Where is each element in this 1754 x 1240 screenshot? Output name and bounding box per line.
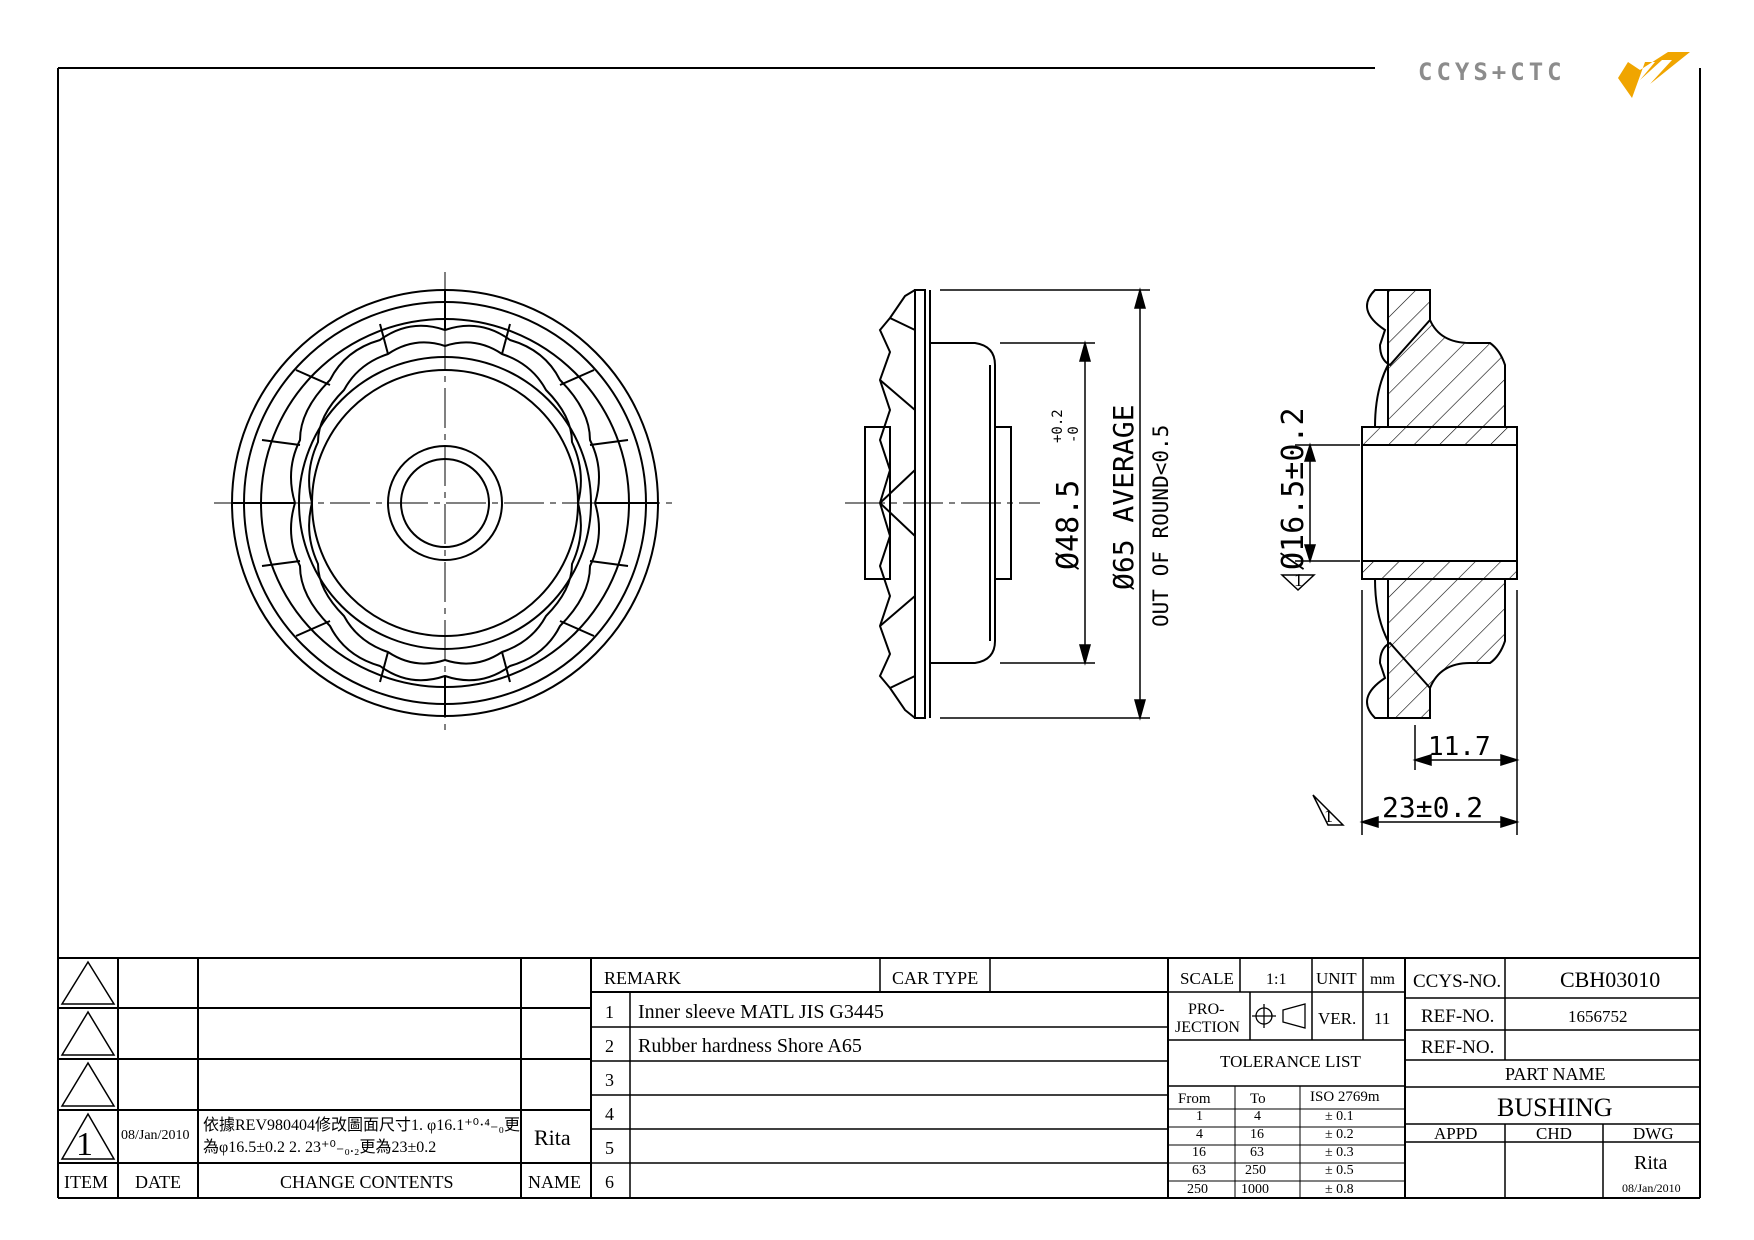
remark-no: 1: [605, 1002, 614, 1022]
logo-text: CCYS+CTC: [1418, 58, 1566, 86]
outer-dimension: Ø65 AVERAGE: [1107, 405, 1140, 590]
part-name: BUSHING: [1497, 1093, 1613, 1122]
tolerance-value: ± 0.1: [1325, 1109, 1354, 1124]
appd-label: APPD: [1434, 1124, 1477, 1143]
tolerance-to: 16: [1250, 1127, 1264, 1142]
remark-header: REMARK: [604, 968, 681, 988]
revision-triangles: [60, 960, 116, 1160]
remark-no: 6: [605, 1172, 614, 1192]
revision-contents-line2: 為φ16.5±0.2 2. 23⁺⁰₋₀.₂更為23±0.2: [203, 1138, 436, 1156]
ref-no-label-1: REF-NO.: [1421, 1006, 1494, 1027]
ccys-no-label: CCYS-NO.: [1413, 971, 1501, 992]
header-change-contents: CHANGE CONTENTS: [280, 1172, 454, 1192]
ref-no-value-1: 1656752: [1568, 1007, 1628, 1026]
tolerance-to: 250: [1245, 1163, 1266, 1178]
section-view-dimension-text: Ø16.5±0.2 11.7 23±0.2 1 1: [1276, 407, 1491, 826]
tolerance-value: ± 0.5: [1325, 1163, 1354, 1178]
remark-text: Inner sleeve MATL JIS G3445: [638, 1001, 884, 1023]
spec-block: SCALE 1:1 UNIT mm PRO- JECTION VER. 11 T…: [1175, 969, 1395, 1197]
revision-date: 08/Jan/2010: [121, 1128, 189, 1143]
header-item: ITEM: [64, 1172, 108, 1192]
tolerance-to: 1000: [1241, 1182, 1269, 1197]
remarks-table: REMARK CAR TYPE 1 Inner sleeve MATL JIS …: [604, 968, 978, 1192]
ccys-no-value: CBH03010: [1560, 967, 1660, 992]
tolerance-title: TOLERANCE LIST: [1220, 1052, 1361, 1071]
side-view-dimensions: [940, 287, 1150, 721]
length-rev-marker: 1: [1324, 806, 1333, 826]
header-date: DATE: [135, 1172, 181, 1192]
length-dimension: 23±0.2: [1382, 791, 1483, 824]
bore-dimension: Ø48.5: [1051, 480, 1086, 570]
tolerance-header-from: From: [1178, 1091, 1211, 1107]
tolerance-header-to: To: [1250, 1091, 1266, 1107]
remark-text: Rubber hardness Shore A65: [638, 1035, 862, 1057]
out-of-round-note: OUT OF ROUND<0.5: [1149, 425, 1173, 627]
projection-symbol: [1252, 1003, 1306, 1029]
tolerance-header-iso: ISO 2769m: [1310, 1089, 1380, 1105]
scale-label: SCALE: [1180, 969, 1234, 988]
dwg-date: 08/Jan/2010: [1622, 1181, 1681, 1195]
tolerance-from: 63: [1192, 1163, 1206, 1178]
revision-contents-line1: 依據REV980404修改圖面尺寸1. φ16.1⁺⁰·⁴₋₀更: [203, 1116, 520, 1134]
section-rev-marker: 1: [1294, 570, 1303, 590]
side-view-dimension-text: Ø48.5 +0.2 -0 Ø65 AVERAGE OUT OF ROUND<0…: [1050, 405, 1173, 627]
tolerance-to: 4: [1254, 1109, 1261, 1124]
chd-label: CHD: [1536, 1124, 1572, 1143]
title-block-grid: [58, 957, 1700, 1198]
inner-diameter-dimension: Ø16.5±0.2: [1276, 407, 1311, 570]
dwg-name: Rita: [1634, 1152, 1667, 1174]
title-block: CCYS-NO. CBH03010 REF-NO. 1656752 REF-NO…: [1413, 967, 1681, 1195]
flange-dimension: 11.7: [1428, 732, 1491, 762]
tolerance-value: ± 0.3: [1325, 1145, 1354, 1160]
side-view: [845, 289, 1040, 719]
ver-label: VER.: [1318, 1009, 1356, 1028]
car-type-label: CAR TYPE: [892, 968, 978, 988]
tolerance-value: ± 0.8: [1325, 1182, 1354, 1197]
revision-item: 1: [76, 1126, 93, 1163]
remark-no: 4: [605, 1104, 614, 1124]
bore-tolerance-upper: +0.2: [1050, 409, 1066, 443]
tolerance-from: 250: [1187, 1182, 1208, 1197]
tolerance-from: 16: [1192, 1145, 1206, 1160]
scale-value: 1:1: [1266, 971, 1286, 988]
revision-name: Rita: [534, 1125, 571, 1150]
part-name-label: PART NAME: [1505, 1064, 1605, 1084]
tolerance-to: 63: [1250, 1145, 1264, 1160]
ver-value: 11: [1374, 1009, 1390, 1028]
sheet-border: [57, 67, 1701, 1199]
projection-label-2: JECTION: [1175, 1019, 1240, 1036]
remark-no: 3: [605, 1070, 614, 1090]
revision-table: 1 08/Jan/2010 依據REV980404修改圖面尺寸1. φ16.1⁺…: [64, 1116, 581, 1192]
remark-no: 2: [605, 1036, 614, 1056]
tolerance-from: 4: [1196, 1127, 1203, 1142]
section-view-dimensions: [1280, 442, 1520, 835]
tolerance-value: ± 0.2: [1325, 1127, 1354, 1142]
tolerance-from: 1: [1196, 1109, 1203, 1124]
ref-no-label-2: REF-NO.: [1421, 1037, 1494, 1058]
projection-label-1: PRO-: [1188, 1001, 1224, 1018]
front-view: [214, 272, 676, 734]
dwg-label: DWG: [1633, 1124, 1674, 1143]
unit-label: UNIT: [1316, 969, 1357, 988]
header-name: NAME: [528, 1172, 581, 1192]
bore-tolerance-lower: -0: [1066, 426, 1082, 443]
unit-value: mm: [1370, 971, 1395, 988]
company-logo: CCYS+CTC: [1418, 52, 1690, 98]
section-view: [1361, 289, 1518, 719]
logo-mark: [1618, 52, 1690, 98]
remark-no: 5: [605, 1138, 614, 1158]
